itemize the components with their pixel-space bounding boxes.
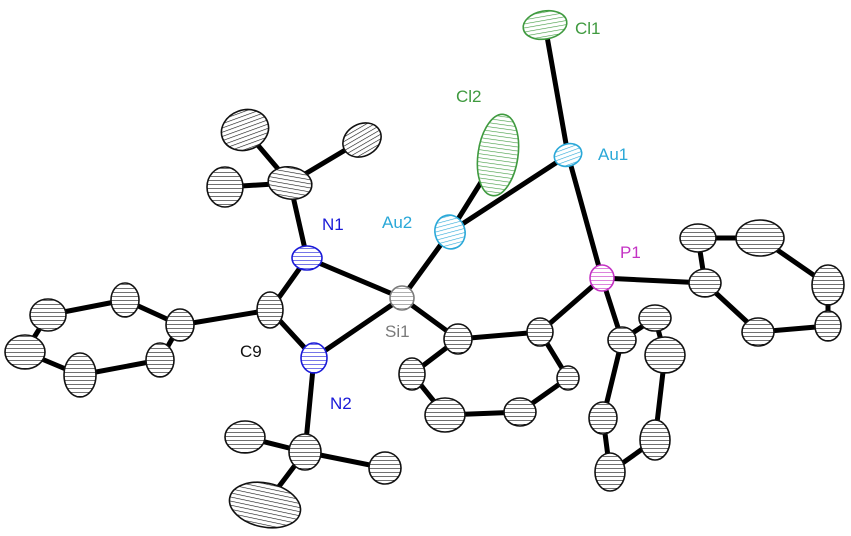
- label-au2: Au2: [382, 213, 412, 232]
- atom-cl2: [476, 113, 520, 197]
- atom-si1: [389, 285, 415, 311]
- atom-n2: [300, 342, 328, 374]
- bonds: [22, 22, 831, 508]
- atom-cl1: [522, 9, 568, 41]
- label-cl2: Cl2: [456, 87, 482, 106]
- atom-p1: [589, 264, 615, 292]
- label-si1: Si1: [385, 322, 410, 341]
- label-p1: P1: [620, 243, 641, 262]
- atom-n1: [291, 245, 323, 271]
- atom-au1: [553, 142, 583, 168]
- label-cl1: Cl1: [575, 19, 601, 38]
- label-au1: Au1: [598, 145, 628, 164]
- label-n2: N2: [330, 394, 352, 413]
- label-n1: N1: [322, 215, 344, 234]
- label-c9: C9: [240, 342, 262, 361]
- carbon-atoms: [4, 108, 845, 529]
- atom-au2: [434, 214, 466, 250]
- atom-labels: Cl1 Cl2 Au1 Au2 N1 N2 C9 Si1 P1: [240, 19, 641, 413]
- heteroatoms: [291, 9, 615, 374]
